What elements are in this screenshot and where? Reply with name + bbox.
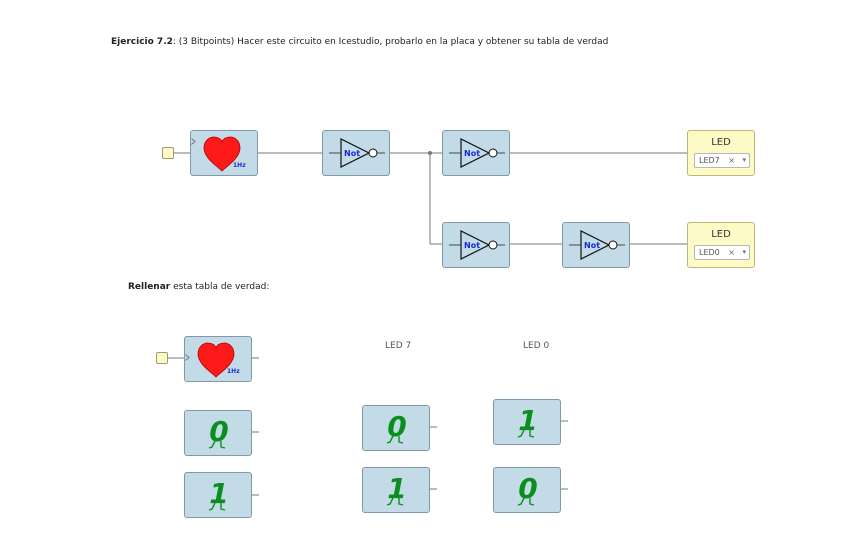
not-label: Not [344, 149, 360, 158]
led-title: LED [711, 229, 731, 240]
digit-character-icon: 1 [517, 404, 538, 438]
led7-select[interactable]: LED7 × ▾ [694, 153, 750, 168]
not-label: Not [464, 149, 480, 158]
digit-character-icon: 1 [386, 472, 407, 506]
led-select-value: LED7 [699, 156, 720, 165]
not-gate-icon: Not [449, 138, 505, 168]
clock-freq-label: 1Hz [233, 162, 246, 169]
row1-input-digit[interactable]: 0 [184, 410, 252, 456]
row2-input-digit[interactable]: 1 [184, 472, 252, 518]
row2-led0-digit[interactable]: 0 [493, 467, 561, 513]
svg-text:1: 1 [209, 477, 228, 510]
svg-text:0: 0 [209, 415, 228, 448]
led0-select[interactable]: LED0 × ▾ [694, 245, 750, 260]
table-input-pin[interactable] [156, 352, 168, 364]
row1-led7-digit[interactable]: 0 [362, 405, 430, 451]
heart-icon [185, 342, 235, 378]
junction-dot [428, 151, 432, 155]
led-block-led0[interactable]: LED LED0 × ▾ [687, 222, 755, 268]
not-gate-icon: Not [449, 230, 505, 260]
row1-led0-digit[interactable]: 1 [493, 399, 561, 445]
svg-text:1: 1 [518, 404, 537, 437]
chevron-down-icon[interactable]: ▾ [742, 156, 746, 164]
row2-led7-digit[interactable]: 1 [362, 467, 430, 513]
column-header-led7: LED 7 [385, 341, 412, 351]
not-label: Not [584, 241, 600, 250]
not-gate-1[interactable]: Not [322, 130, 390, 176]
led-select-value: LED0 [699, 248, 720, 257]
clock-block-1hz[interactable]: 1Hz [190, 130, 258, 176]
led-title: LED [711, 137, 731, 148]
not-label: Not [464, 241, 480, 250]
not-gate-4[interactable]: Not [562, 222, 630, 268]
digit-character-icon: 0 [517, 472, 538, 506]
column-header-led0: LED 0 [523, 341, 550, 351]
led-block-led7[interactable]: LED LED7 × ▾ [687, 130, 755, 176]
digit-character-icon: 0 [208, 415, 229, 449]
exercise-title: Ejercicio 7.2: (3 Bitpoints) Hacer este … [111, 37, 609, 47]
svg-text:1: 1 [387, 472, 406, 505]
input-pin[interactable] [162, 147, 174, 159]
clock-freq-label: 1Hz [227, 368, 240, 375]
clear-icon[interactable]: × [728, 248, 735, 257]
clear-icon[interactable]: × [728, 156, 735, 165]
not-gate-icon: Not [569, 230, 625, 260]
table-clock-block[interactable]: 1Hz [184, 336, 252, 382]
digit-character-icon: 0 [386, 410, 407, 444]
svg-text:0: 0 [518, 472, 537, 505]
svg-text:0: 0 [387, 410, 406, 443]
heart-icon [191, 136, 241, 172]
not-gate-2[interactable]: Not [442, 130, 510, 176]
not-gate-3[interactable]: Not [442, 222, 510, 268]
digit-character-icon: 1 [208, 477, 229, 511]
table-prompt: Rellenar esta tabla de verdad: [128, 282, 270, 292]
chevron-down-icon[interactable]: ▾ [742, 248, 746, 256]
not-gate-icon: Not [329, 138, 385, 168]
